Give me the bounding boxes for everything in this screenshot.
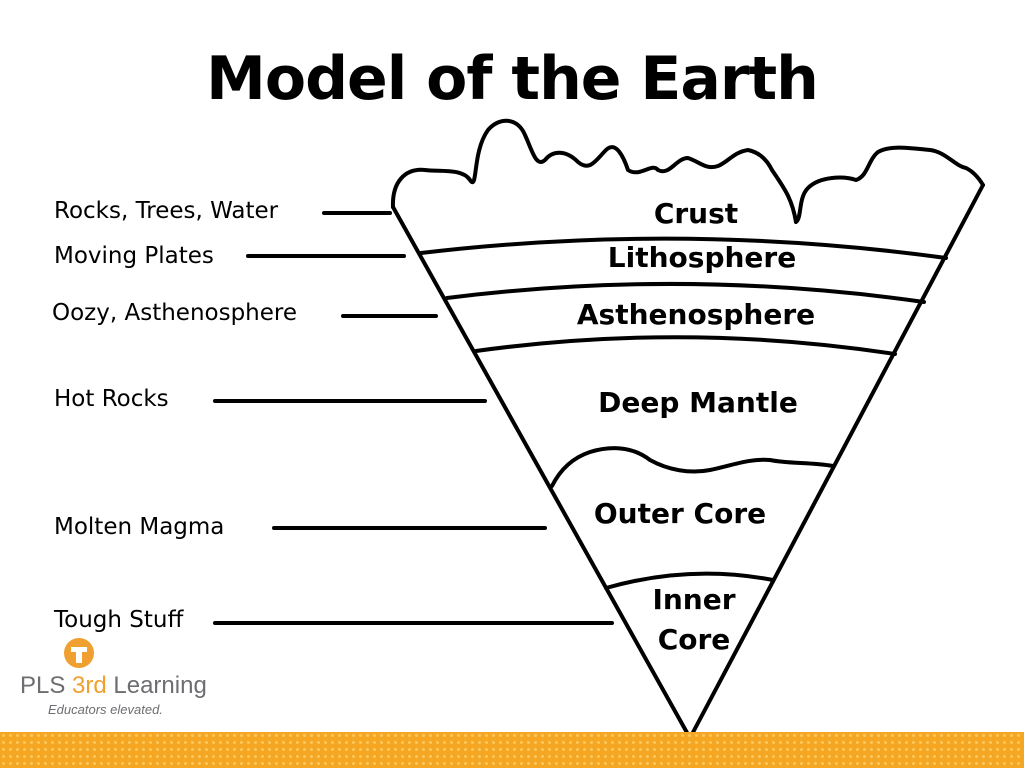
label-tough-stuff: Tough Stuff: [54, 607, 184, 633]
layer-label-outer-core: Outer Core: [593, 497, 767, 530]
logo-tagline: Educators elevated.: [48, 702, 163, 717]
asthenosphere-mantle-boundary: [474, 335, 897, 356]
mantle-outer-core-boundary: [550, 446, 835, 488]
layer-label-crust: Crust: [653, 197, 739, 230]
layer-label-deep-mantle: Deep Mantle: [598, 386, 798, 419]
layer-label-inner-core-line2: Core: [657, 623, 731, 656]
layer-label-inner-core-line1: Inner: [652, 583, 736, 616]
crust-surface: [390, 118, 985, 224]
logo-name-prefix: PLS: [20, 672, 73, 699]
logo-name-suffix: Learning: [106, 672, 207, 699]
crust-lithosphere-boundary: [419, 236, 948, 260]
label-rocks-trees-water: Rocks, Trees, Water: [54, 198, 279, 224]
logo-wordmark: PLS 3rd Learning: [20, 672, 207, 700]
page-title: Model of the Earth: [206, 44, 819, 114]
cone-right-edge: [688, 183, 985, 740]
pls-logo-icon: [64, 638, 94, 668]
layer-label-lithosphere: Lithosphere: [607, 241, 797, 274]
footer-band: [0, 732, 1024, 768]
label-hot-rocks: Hot Rocks: [54, 386, 169, 412]
label-molten-magma: Molten Magma: [54, 514, 225, 540]
lithosphere-asthenosphere-boundary: [445, 281, 926, 304]
outer-inner-core-boundary: [604, 571, 775, 590]
label-moving-plates: Moving Plates: [54, 243, 214, 269]
layer-label-asthenosphere: Asthenosphere: [576, 298, 816, 331]
label-oozy-asthenosphere: Oozy, Asthenosphere: [52, 300, 298, 326]
cone-left-edge: [391, 205, 692, 740]
logo-name-accent: 3rd: [72, 672, 107, 699]
